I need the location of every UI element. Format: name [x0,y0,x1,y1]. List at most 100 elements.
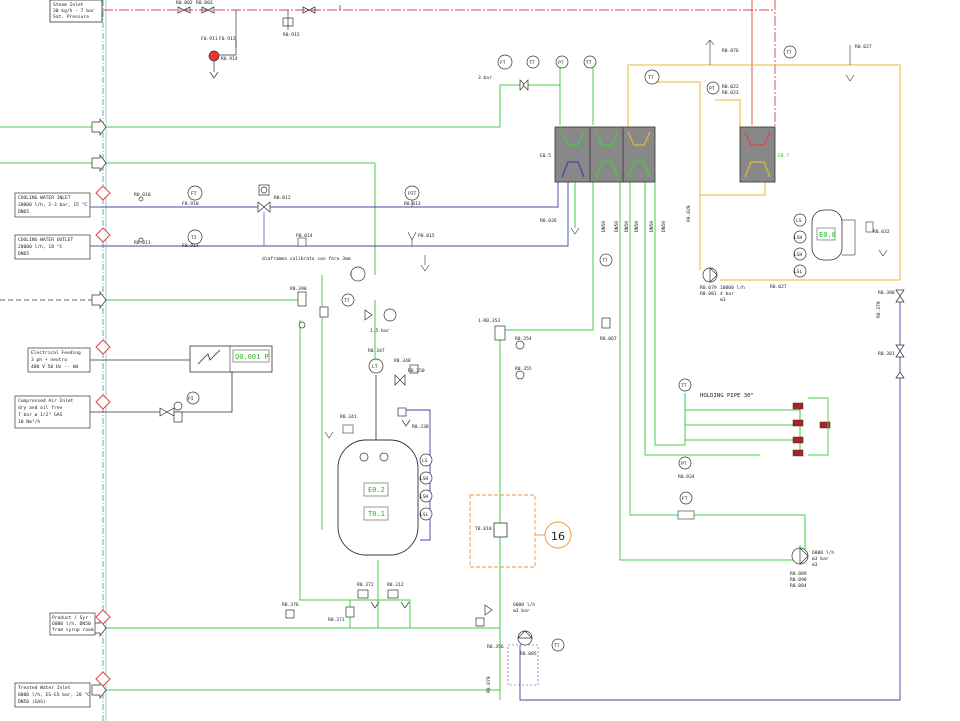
deaerator-tag: T0.810 [475,526,492,532]
dn-label-3: DN50 [624,221,630,232]
pt-label-top-2: PT [709,86,715,92]
vessel-left-ls: LS [422,458,428,464]
hx-outlet-tags: DN50 DN50 DN50 DN50 DN50 DN50 [601,221,667,232]
dn-label-4: DN50 [634,221,640,232]
main-pump-pressure: m3 bar [513,608,530,614]
pump-bottom-flow: 6000 l/h [812,550,834,556]
ls-pump [297,291,397,329]
cooling-instruments [138,184,420,245]
tag-r0034: R0.034 [678,474,695,480]
top-pressure: 3 bar [478,75,492,81]
tag-f0910: F0.910 [182,201,199,207]
tag-r0023: R0.023 [722,90,739,96]
tag-r0026: R0.026 [540,218,557,224]
tag-r0084: R0.084 [790,583,807,589]
pump-feed-pressure: 4 bar [720,291,734,297]
tag-r0013: R0.013 [404,201,421,207]
tag-r0032: R0.032 [873,229,890,235]
main-pump-flow: 6000 l/h [513,602,535,608]
mid-tt-label: TT [602,258,608,264]
tag-r0376: R0.376 [282,602,299,608]
heating-pump [702,267,718,283]
electrical-box: Electrical Feeding 3 ph + neutro 400 V 5… [27,347,91,373]
tag-f0913: F0.913 [219,36,236,42]
vessel-lt-label: LT [372,364,378,370]
tt-label-top-3: TT [648,75,654,81]
tag-r0029: R0.029 [686,205,692,222]
vessel-top-instruments [368,358,419,427]
red-diamond-markers [95,185,111,687]
vessel-right-level-switches [793,213,807,278]
pump-feed-unit: m3 [720,297,726,303]
tag-r0347: R0.347 [368,348,385,354]
right-riser-valves [895,289,905,379]
cooling-inlet-box: COOLING WATER INLET 20000 l/h, 2-3 bar, … [14,192,91,218]
air-line2: dry and oil free [18,405,62,411]
tag-r0338: R0.338 [412,424,429,430]
air-pi-label: PI [188,396,194,402]
heat-exchanger-main [554,126,656,183]
vessel-right-tag: E0.8 [819,231,836,239]
vessel-left-level-switches [419,453,433,521]
product-line1: Product / Syr [52,615,88,621]
ls-pump-tt: TT [344,298,350,304]
deaerator-unit [493,522,508,538]
dn-label-5: DN50 [649,221,655,232]
tag-r0914: R0.914 [221,56,238,62]
product-in-box: Product / Syr 6000 l/h, DN50 from syrup … [49,612,96,636]
tag-r0079-2: R0.081 [700,291,717,297]
pump-bottom-pressure: m3 bar [812,556,829,562]
tag-r0010: R0.010 [134,192,151,198]
vessel-right-lsl: LSL [794,269,803,275]
tag-r0356: R0.356 [487,644,504,650]
holding-tt [678,378,692,392]
tag-r0312: R0.312 [387,582,404,588]
tag-r0380: R0.380 [878,290,895,296]
tag-r0354: R0.354 [515,336,532,342]
orifice-note: diaframma calibrato con foro 3mm [262,256,351,262]
yellow-heating-lines [627,64,901,281]
compressed-air-box: Compressed Air Inlet dry and oil free 7 … [14,395,91,429]
tt-label-top-4: TT [786,50,792,56]
holding-flow-label: FT [682,496,688,502]
tag-r0090: R0.090 [790,577,807,583]
steam-inlet-line2: 30 kg/h - 7 bar [53,8,95,14]
air-line1: Compressed Air Inlet [18,398,74,404]
vessel-right-valve [865,221,874,233]
water-line1: Treated Water Inlet [18,685,71,691]
cooling-outlet-line2: 20000 l/h, 18 °C [18,244,62,250]
tag-r0355: R0.355 [515,366,532,372]
vessel-left-lsh1: LSH [420,476,429,482]
electrical-line1: Electrical Feeding [31,350,81,356]
pit-label-1: PIT [408,191,417,197]
tag-f0911: F0.911 [201,36,218,42]
main-pump-tt: TT [554,643,560,649]
air-line4: 10 Nm³/h [18,419,40,425]
product-line2: 6000 l/h, DN50 [52,621,91,627]
holding-flow [679,491,693,505]
holding-pi-label: PT [681,461,687,467]
heat-exchanger-heater [739,126,776,183]
pump-bottom-unit: m3 [812,562,818,568]
tag-r0011: R0.011 [134,240,151,246]
vessel-left-drain [324,431,334,439]
main-pump-skid [507,644,539,686]
tag-r0003: R0.003 [196,0,213,6]
steam-valve-group [177,5,341,30]
air-line3: 7 bar ø 1/2" GAS [18,412,62,418]
tag-r0067: R0.067 [600,336,617,342]
steam-inlet-line1: Steam Inlet [53,2,84,8]
product-line3: from syrup room [52,627,94,633]
hx-drain [570,227,580,235]
pt-label-top: PT [558,60,564,66]
water-line3: DN50 (GAS) [18,699,46,705]
tag-r0085: R0.085 [520,651,537,657]
holding-flow-valve [677,510,695,520]
steam-inlet-box: Steam Inlet 30 kg/h - 7 bar Sat. Pressur… [49,0,103,23]
treated-water-box: Treated Water Inlet 8000 l/h, ES-ES bar,… [14,682,91,708]
tag-r0379: R0.379 [876,301,882,318]
water-line2: 8000 l/h, ES-ES bar, 20 °C [18,692,90,698]
blue-cooling-lines [105,182,901,701]
vessel-right-ls: LS [796,218,802,224]
